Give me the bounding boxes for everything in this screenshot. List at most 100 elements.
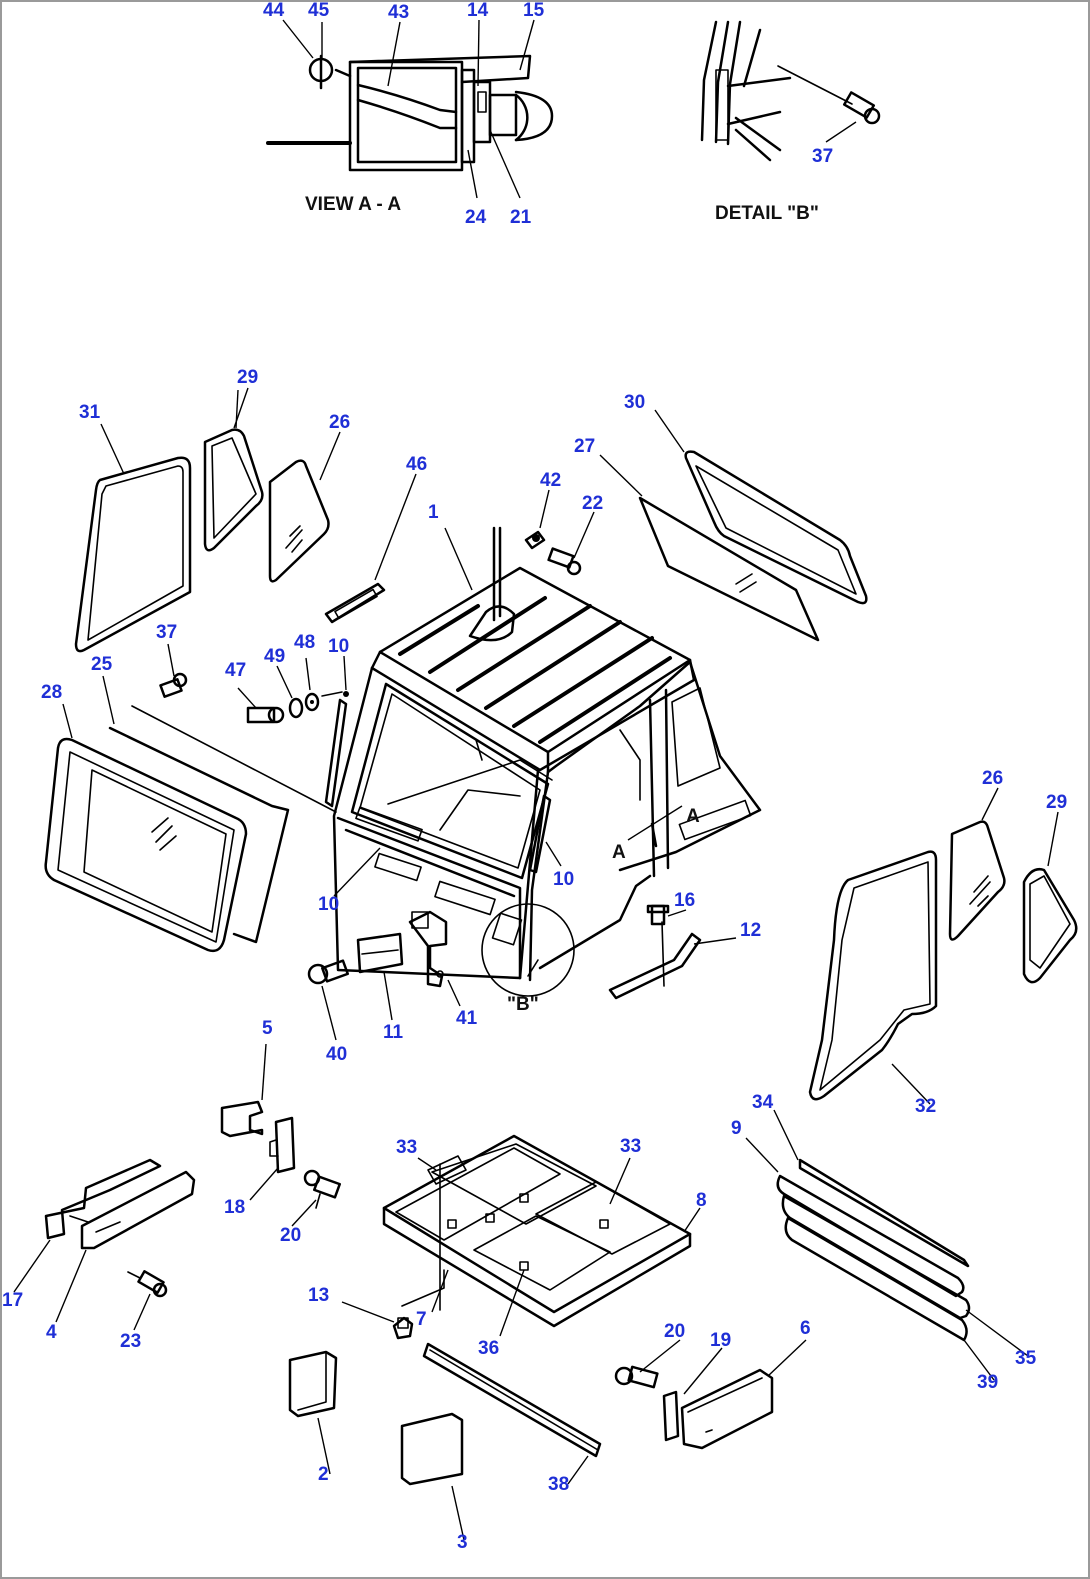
callout-28: 28 (41, 682, 62, 703)
view-labels: VIEW A - A DETAIL "B" "B" A A (305, 194, 819, 1015)
callout-34: 34 (752, 1092, 774, 1113)
callout-38: 38 (548, 1474, 569, 1495)
panel-17 (44, 1158, 162, 1240)
callout-11: 11 (383, 1022, 404, 1043)
callout-14: 14 (467, 0, 489, 21)
bracket-19 (662, 1390, 680, 1442)
callout-30: 30 (624, 392, 645, 413)
callout-24: 24 (465, 207, 487, 228)
callout-43: 43 (388, 2, 409, 23)
callout-42: 42 (540, 470, 561, 491)
callout-40: 40 (326, 1044, 347, 1065)
seal-34 (798, 1158, 970, 1268)
washer-49 (288, 697, 304, 719)
callout-48: 48 (294, 632, 315, 653)
callout-2: 2 (318, 1464, 329, 1485)
callout-49: 49 (264, 646, 285, 667)
callout-10-right: 10 (553, 869, 574, 890)
callout-19: 19 (710, 1330, 731, 1351)
callout-37-front: 37 (156, 622, 177, 643)
panel-6 (680, 1368, 774, 1450)
callout-3: 3 (457, 1532, 468, 1553)
part-callouts: 44 45 43 14 15 24 21 37 29 31 26 46 1 42… (2, 0, 1067, 1553)
hardware-lower (307, 910, 461, 1041)
callout-36: 36 (478, 1338, 499, 1359)
callout-20-right: 20 (664, 1321, 685, 1342)
bolt-20-left (303, 1169, 341, 1209)
section-mark-left: A (612, 842, 626, 863)
callout-39: 39 (977, 1372, 998, 1393)
callout-15: 15 (523, 0, 545, 21)
callout-35: 35 (1015, 1348, 1037, 1369)
right-windows (599, 409, 1078, 1105)
bolt-37-detail (842, 91, 881, 125)
bolt-37 (159, 672, 188, 698)
nut-13 (392, 1316, 414, 1340)
callout-29-right: 29 (1046, 792, 1067, 813)
callout-16: 16 (674, 890, 695, 911)
callout-17: 17 (2, 1290, 23, 1311)
pad-3 (400, 1412, 464, 1486)
view-a-a-label: VIEW A - A (305, 194, 401, 215)
detail-b-label: DETAIL "B" (715, 203, 819, 224)
bracket-5 (220, 1100, 264, 1138)
callout-47: 47 (225, 660, 246, 681)
callout-12: 12 (740, 920, 761, 941)
bracket-18 (269, 1116, 296, 1174)
callout-5: 5 (262, 1018, 273, 1039)
washer-48 (304, 692, 320, 712)
callout-44: 44 (263, 0, 285, 21)
callout-6: 6 (800, 1318, 811, 1339)
seal-35 (781, 1194, 971, 1320)
callout-46: 46 (406, 454, 427, 475)
callout-20-left: 20 (280, 1225, 301, 1246)
cab-assembly (332, 489, 762, 997)
view-a-a (266, 19, 554, 199)
lower-left-parts (13, 1043, 341, 1331)
callout-33-right: 33 (620, 1136, 641, 1157)
bolt-23 (127, 1270, 168, 1298)
callout-b-label: "B" (507, 994, 539, 1015)
callout-10-left: 10 (318, 894, 339, 915)
bolt-20-right (614, 1365, 659, 1389)
callout-10-top: 10 (328, 636, 349, 657)
callout-4: 4 (46, 1322, 57, 1343)
callout-23: 23 (120, 1331, 141, 1352)
callout-9: 9 (731, 1118, 742, 1139)
callout-1: 1 (428, 502, 439, 523)
callout-32: 32 (915, 1096, 936, 1117)
detail-b (700, 20, 881, 162)
callout-13: 13 (308, 1285, 329, 1306)
trim-10-front (321, 691, 349, 808)
plate-11 (356, 932, 404, 974)
bolt-40 (307, 959, 349, 985)
section-mark-right: A (686, 806, 700, 827)
callout-37-detail: 37 (812, 146, 833, 167)
floor-assembly (341, 1134, 701, 1340)
fitting-22 (547, 547, 582, 576)
seal-39 (784, 1216, 968, 1342)
bracket-41 (408, 910, 448, 988)
callout-31: 31 (79, 402, 101, 423)
callout-8: 8 (696, 1190, 707, 1211)
fitting-42 (524, 530, 546, 550)
callout-26-left: 26 (329, 412, 350, 433)
callout-25: 25 (91, 654, 113, 675)
strip-38 (422, 1342, 602, 1458)
callout-18: 18 (224, 1197, 245, 1218)
callout-26-right: 26 (982, 768, 1003, 789)
callout-29-left: 29 (237, 367, 258, 388)
callout-27: 27 (574, 436, 595, 457)
bolt-47 (246, 706, 285, 724)
pad-2 (288, 1350, 338, 1418)
callout-7: 7 (416, 1309, 427, 1330)
bolt-16 (646, 904, 687, 926)
front-windows-left (44, 675, 337, 953)
hardware-front (159, 643, 562, 897)
handle-12 (608, 921, 737, 1000)
misc-leaders (235, 389, 239, 429)
callout-22: 22 (582, 493, 603, 514)
right-lower-parts (614, 1109, 1029, 1450)
